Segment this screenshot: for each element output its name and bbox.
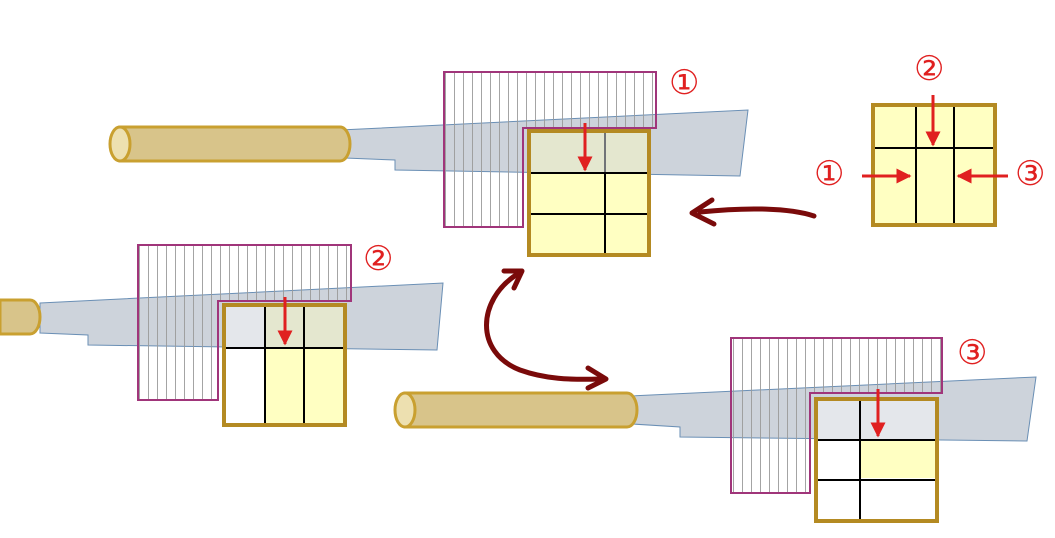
flow-arrow-step1-to-step3 bbox=[484, 268, 609, 391]
step1-hatch-block bbox=[443, 71, 657, 228]
step2-handle bbox=[0, 298, 42, 336]
legend-grid bbox=[862, 95, 1008, 227]
legend-number-right: ③ bbox=[1015, 154, 1046, 194]
step2-number: ② bbox=[363, 239, 394, 279]
step3-hatch-block bbox=[730, 337, 943, 494]
step1-handle bbox=[108, 125, 352, 163]
step2-hatch-block bbox=[137, 244, 352, 401]
step3-grid bbox=[814, 389, 939, 523]
step3-number: ③ bbox=[957, 333, 988, 373]
legend-number-left: ① bbox=[814, 154, 845, 194]
step3-handle bbox=[393, 391, 639, 429]
flow-arrow-legend-to-step1 bbox=[689, 197, 817, 227]
legend-number-top: ② bbox=[914, 49, 945, 89]
step2-grid bbox=[222, 297, 347, 427]
step1-grid bbox=[527, 123, 651, 257]
step1-number: ① bbox=[669, 63, 700, 103]
